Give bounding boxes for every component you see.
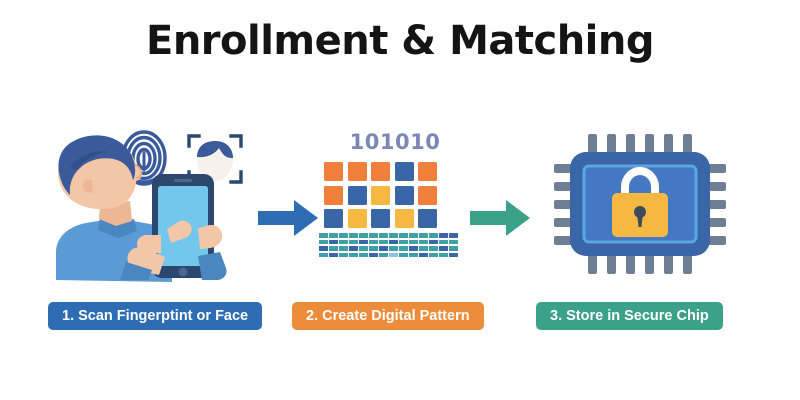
dot-matrix-cell (359, 246, 368, 251)
dot-matrix-cell (359, 252, 368, 257)
dot-matrix-cell (399, 246, 408, 251)
dot-matrix (319, 233, 458, 257)
label-stage-chip[interactable]: 3. Store in Secure Chip (536, 302, 723, 330)
dot-matrix-cell (329, 233, 338, 238)
dot-matrix-cell (419, 252, 428, 257)
pattern-cell (371, 185, 390, 205)
dot-matrix-cell (379, 252, 388, 257)
dot-matrix-cell (339, 239, 348, 244)
padlock-icon (612, 166, 668, 237)
dot-matrix-cell (419, 246, 428, 251)
dot-matrix-cell (329, 246, 338, 251)
dot-matrix-cell (359, 233, 368, 238)
dot-matrix-cell (319, 233, 328, 238)
dot-matrix-cell (399, 233, 408, 238)
arrow-scan-to-pattern (258, 198, 320, 238)
secure-chip-illustration (548, 130, 738, 280)
person-scanning-phone-illustration (48, 130, 248, 282)
pattern-cell (347, 185, 367, 205)
dot-matrix-cell (379, 239, 388, 244)
dot-matrix-cell (439, 233, 448, 238)
stage-pattern: 101010 (315, 130, 475, 280)
dot-matrix-cell (329, 252, 338, 257)
pattern-cell (324, 185, 343, 205)
face-head (197, 141, 233, 181)
dot-matrix-cell (429, 239, 438, 244)
dot-matrix-cell (429, 246, 438, 251)
dot-matrix-cell (349, 233, 358, 238)
dot-matrix-cell (399, 252, 408, 257)
page-title: Enrollment & Matching (146, 18, 655, 64)
dot-matrix-cell (389, 239, 398, 244)
dot-matrix-cell (409, 252, 418, 257)
pattern-cell (418, 209, 437, 228)
dot-matrix-cell (359, 239, 368, 244)
dot-matrix-cell (349, 239, 358, 244)
dot-matrix-cell (449, 246, 458, 251)
pattern-cell (324, 209, 343, 228)
dot-matrix-cell (369, 246, 378, 251)
dot-matrix-cell (409, 239, 418, 244)
dot-matrix-cell (439, 239, 448, 244)
dot-matrix-cell (449, 252, 458, 257)
dot-matrix-cell (449, 233, 458, 238)
dot-matrix-cell (319, 246, 328, 251)
dot-matrix-cell (369, 239, 378, 244)
dot-matrix-cell (349, 252, 358, 257)
dot-matrix-cell (439, 246, 448, 251)
dot-matrix-cell (419, 233, 428, 238)
pattern-cell (347, 209, 367, 228)
fingerprint-icon (121, 130, 167, 186)
label-stage-scan[interactable]: 1. Scan Fingerptint or Face (48, 302, 263, 330)
pattern-cell (394, 209, 414, 228)
pattern-cell (371, 162, 390, 181)
dot-matrix-cell (419, 239, 428, 244)
pattern-cell (418, 185, 437, 205)
pattern-cell (394, 162, 414, 181)
dot-matrix-cell (339, 246, 348, 251)
dot-matrix-cell (429, 252, 438, 257)
dot-matrix-cell (319, 252, 328, 257)
person-figure (56, 135, 227, 282)
arrow-pattern-to-chip (470, 198, 532, 238)
dot-matrix-cell (379, 233, 388, 238)
dot-matrix-cell (379, 246, 388, 251)
pattern-cell (371, 209, 390, 228)
dot-matrix-cell (369, 233, 378, 238)
dot-matrix-cell (319, 239, 328, 244)
stage-scan (48, 130, 248, 282)
dot-matrix-cell (389, 246, 398, 251)
dot-matrix-cell (339, 252, 348, 257)
pattern-cell (418, 162, 437, 181)
dot-matrix-cell (389, 233, 398, 238)
dot-matrix-cell (389, 252, 398, 257)
pattern-cell (394, 185, 414, 205)
dot-matrix-cell (369, 252, 378, 257)
label-stage-pattern[interactable]: 2. Create Digital Pattern (292, 302, 484, 330)
pattern-grid (324, 162, 437, 228)
dot-matrix-cell (409, 246, 418, 251)
dot-matrix-cell (409, 233, 418, 238)
dot-matrix-cell (349, 246, 358, 251)
digital-pattern-illustration: 101010 (315, 130, 475, 280)
pattern-cell (347, 162, 367, 181)
dot-matrix-cell (329, 239, 338, 244)
stage-chip (548, 130, 738, 280)
dot-matrix-cell (439, 252, 448, 257)
dot-matrix-cell (339, 233, 348, 238)
binary-digits: 101010 (349, 130, 441, 154)
dot-matrix-cell (429, 233, 438, 238)
dot-matrix-cell (449, 239, 458, 244)
pattern-cell (324, 162, 343, 181)
dot-matrix-cell (399, 239, 408, 244)
